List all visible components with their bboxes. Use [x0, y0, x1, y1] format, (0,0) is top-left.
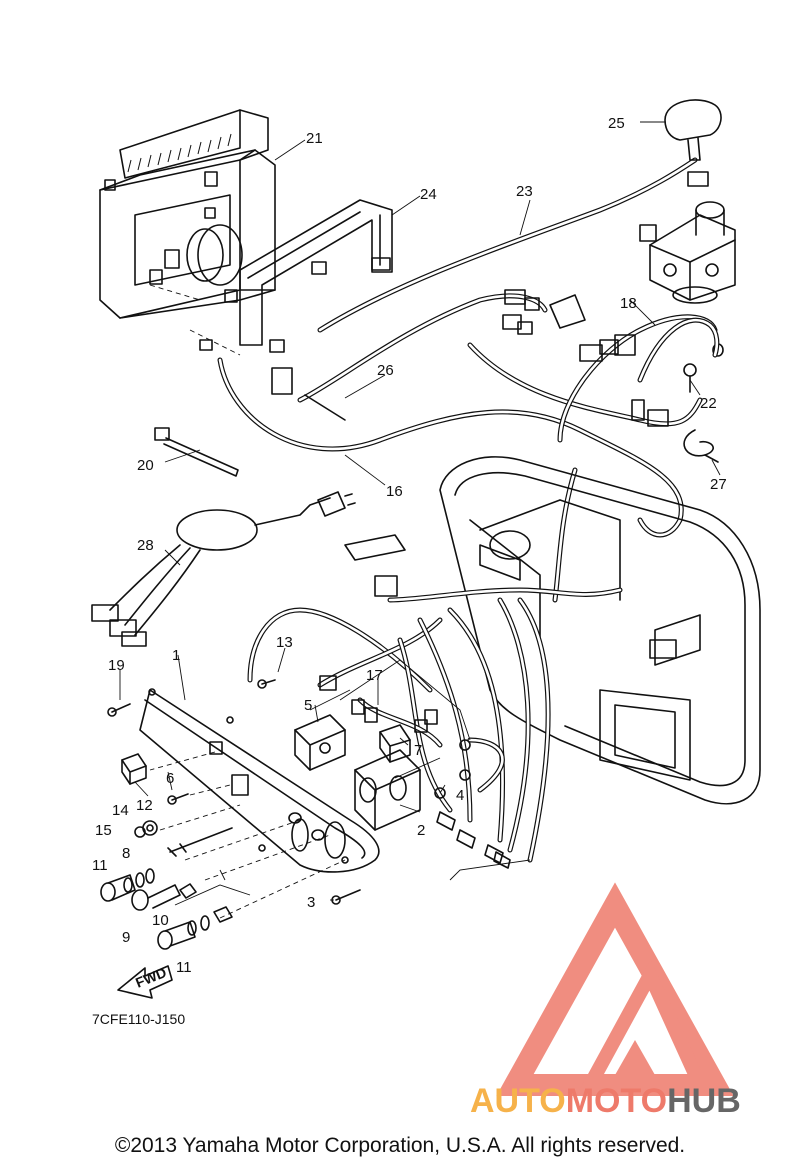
svg-text:AUTOMOTOHUB: AUTOMOTOHUB	[470, 1082, 741, 1120]
callout-12: 12	[136, 797, 153, 814]
part-1-front-panel	[139, 688, 380, 873]
callout-27: 27	[710, 476, 727, 493]
part-24-bracket	[239, 199, 393, 346]
gasket	[344, 534, 406, 561]
callout-5: 5	[304, 697, 312, 714]
callout-23: 23	[516, 183, 533, 200]
part-8-rod	[167, 827, 233, 857]
part-27-clip	[683, 429, 719, 463]
callout-6: 6	[166, 770, 174, 787]
callout-25: 25	[608, 115, 625, 132]
callout-3: 3	[307, 894, 315, 911]
part-25-sensor	[664, 99, 722, 187]
control-panel-frame	[439, 456, 761, 805]
callout-7: 7	[414, 742, 422, 759]
callout-19: 19	[108, 657, 125, 674]
watermark-wordmark: AUTOMOTOHUB	[470, 1082, 741, 1120]
panel-terminals	[319, 575, 511, 869]
part-2-receptacle	[354, 749, 421, 831]
callout-24: 24	[420, 186, 437, 203]
callout-26: 26	[377, 362, 394, 379]
callout-9: 9	[122, 929, 130, 946]
part-22-bolt	[683, 363, 697, 393]
part-28-power-cord	[91, 491, 356, 647]
callout-11b: 11	[176, 959, 192, 976]
part-5-breaker	[294, 714, 346, 771]
part-21-control-box	[99, 109, 276, 319]
watermark-hub: HUB	[667, 1082, 741, 1120]
watermark-auto: AUTO	[470, 1082, 566, 1120]
wire-harness	[217, 157, 718, 603]
callout-4: 4	[456, 787, 464, 804]
part-18-lead-wire	[637, 317, 720, 383]
callout-16: 16	[386, 483, 403, 500]
part-20-cable-tie	[154, 427, 239, 477]
callout-11a: 11	[92, 857, 108, 874]
part-14-15-nuts	[134, 820, 158, 838]
callout-14: 14	[112, 802, 129, 819]
part-4-nut	[434, 787, 446, 799]
callout-13: 13	[276, 634, 293, 651]
callout-20: 20	[137, 457, 154, 474]
copyright-notice: ©2013 Yamaha Motor Corporation, U.S.A. A…	[115, 1134, 685, 1157]
watermark-logo	[496, 882, 734, 1096]
watermark-moto: MOTO	[566, 1082, 667, 1120]
callout-1: 1	[172, 647, 180, 664]
diagram-code: 7CFE110-J150	[92, 1011, 185, 1027]
callout-8: 8	[122, 845, 130, 862]
harness-connectors	[199, 261, 724, 427]
part-12-switch	[121, 753, 147, 785]
panel-wiring	[247, 587, 623, 863]
callout-18: 18	[620, 295, 637, 312]
carburetor	[639, 201, 736, 304]
callout-17: 17	[366, 667, 383, 684]
callout-28: 28	[137, 537, 154, 554]
part-9-10-11-terminals	[100, 868, 233, 950]
fwd-direction-arrow: FWD	[117, 964, 173, 999]
callout-leaders	[119, 121, 721, 901]
callout-22: 22	[700, 395, 717, 412]
callout-21: 21	[306, 130, 323, 147]
fwd-label: FWD	[133, 964, 169, 991]
callout-labels: 1 2 3 4 5 6 7 8 9 10 11 11 12 13 14 15 1…	[92, 115, 727, 976]
callout-10: 10	[152, 912, 169, 929]
assembly-lines	[149, 284, 531, 919]
callout-2: 2	[417, 822, 425, 839]
callout-15: 15	[95, 822, 112, 839]
